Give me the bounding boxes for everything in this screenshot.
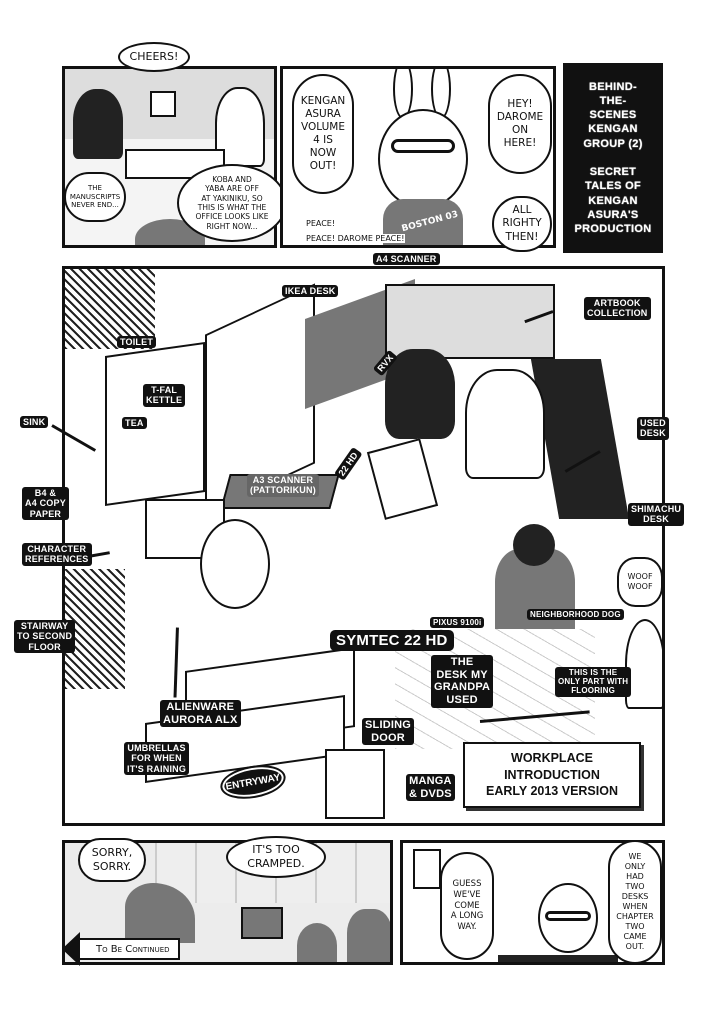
toilet-room [105,341,205,507]
label-used-desk: USED DESK [637,417,669,440]
speech-bubble-hey-darome: HEY! DAROME ON HERE! [488,74,552,174]
panel-cheers [62,66,277,248]
label-a3-scanner: A3 SCANNER (PATTORIKUN) [247,474,319,497]
speech-bubble-manuscripts: THE MANUSCRIPTS NEVER END... [64,172,126,222]
speech-bubble-long-way: GUESS WE'VE COME A LONG WAY. [440,852,494,960]
manga-dvd-shelf [325,749,385,819]
staff-member [297,923,337,962]
label-ikea-desk: IKEA DESK [282,285,339,298]
label-pixus: PIXUS 9100i [430,617,485,629]
workplace-intro-sign: WORKPLACE INTRODUCTION EARLY 2013 VERSIO… [463,742,641,808]
beer-mugs [150,91,176,117]
speech-bubble-all-righty: ALL RIGHTY THEN! [492,196,552,252]
speech-bubble-volume4: KENGAN ASURA VOLUME 4 IS NOW OUT! [292,74,354,194]
robot-assistant [366,438,439,520]
label-tea: TEA [122,417,147,430]
neighborhood-dog [625,619,662,709]
artist-at-desk [465,369,545,479]
series-title: BEHIND- THE- SCENES KENGAN GROUP (2) [583,80,643,150]
label-t-fal-kettle: T-FAL KETTLE [143,384,186,407]
fish-head-assistant [385,349,455,439]
speech-bubble-too-cramped: IT'S TOO CRAMPED. [226,836,326,878]
chapter-title-box: BEHIND- THE- SCENES KENGAN GROUP (2) SEC… [563,63,663,253]
wall-top-left [65,269,155,349]
speech-bubble-yakiniku: KOBA AND YABA ARE OFF AT YAKINIKU, SO TH… [177,164,287,242]
label-alienware: ALIENWARE AURORA ALX [160,700,241,728]
to-be-continued-banner: To Be Continued [62,932,180,966]
label-manga-dvds: MANGA & DVDS [406,774,455,802]
sfx-peace-darome: PEACE! DAROME PEACE! [306,234,405,243]
worker-head [513,524,555,566]
speech-bubble-woof: WOOF WOOF [617,557,663,607]
label-character-references: CHARACTER REFERENCES [22,543,92,566]
label-neighborhood-dog: NEIGHBORHOOD DOG [527,609,624,621]
label-sliding-door: SLIDING DOOR [362,718,415,746]
label-a4-scanner: A4 SCANNER [373,253,440,266]
label-toilet: TOILET [117,336,157,349]
chapter-subtitle: SECRET TALES OF KENGAN ASURA'S PRODUCTIO… [574,166,652,236]
staff-member-glasses [347,909,390,962]
darome-face [378,109,468,209]
used-desk [530,359,630,519]
label-sink: SINK [20,416,49,429]
label-copy-paper: B4 & A4 COPY PAPER [22,487,69,521]
label-stairway: STAIRWAY TO SECOND FLOOR [14,620,76,654]
label-symtec-22hd: SYMTEC 22 HD [330,630,454,652]
speech-bubble-sorry: SORRY, SORRY. [78,838,146,882]
label-grandpa-desk: THE DESK MY GRANDPA USED [431,655,494,708]
glasses-icon [545,911,591,921]
koba-figure [73,89,123,159]
speech-bubble-cheers: CHEERS! [118,42,190,72]
speech-bubble-two-desks: WE ONLY HAD TWO DESKS WHEN CHAPTER TWO C… [608,840,662,964]
label-artbook-collection: ARTBOOK COLLECTION [584,297,651,320]
glasses-icon [391,139,455,153]
label-only-flooring: THIS IS THE ONLY PART WITH FLOORING [555,667,632,697]
rabbit-artist [200,519,270,609]
shirt-hanging [413,849,441,889]
drawing-tablet [498,955,618,962]
sfx-peace: PEACE! [306,219,336,228]
label-umbrellas: UMBRELLAS FOR WHEN IT'S RAINING [124,742,190,776]
label-shimachu-desk: SHIMACHU DESK [628,503,685,526]
robot-character [241,907,283,939]
